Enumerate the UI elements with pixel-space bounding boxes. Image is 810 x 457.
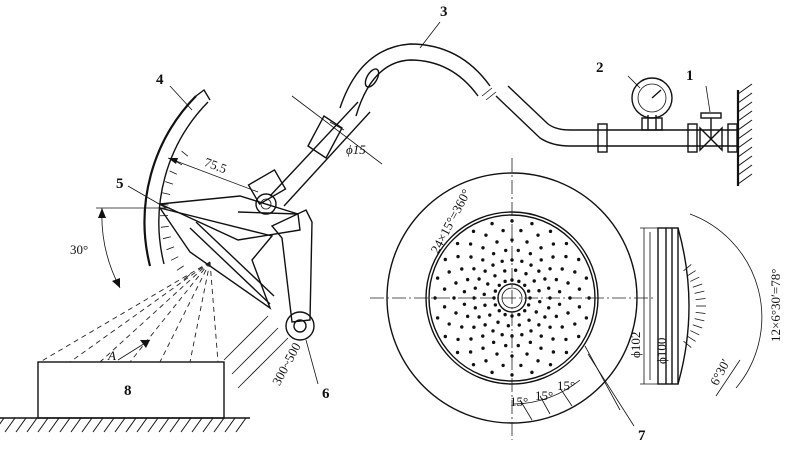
extension-pipe [269,95,383,207]
shower-plate [370,158,654,440]
step-angle-label: 6°30′ [707,356,733,387]
label-part-1: 1 [686,68,694,84]
arc-plate [143,88,211,280]
wall [736,83,753,186]
flexible-hose [339,43,598,147]
outer-diameter-label: ϕ102 [628,332,643,358]
arm-length-label: 75.5 [202,154,229,176]
label-part-2: 2 [596,60,604,76]
workpiece [37,361,225,419]
spray-distance-label: 300~500 [269,340,304,388]
tilt-angle-label: 30° [70,242,88,257]
view-mark-label: A [107,348,116,363]
pipe-diameter-label: ϕ15 [346,142,366,157]
label-part-4: 4 [156,72,164,88]
view-arrow [117,339,151,361]
nozzle-body [158,206,275,310]
pressure-gauge [631,77,673,131]
plate-side-section [640,213,763,397]
pitch-label-3: 15° [557,378,575,393]
floor-hatch [0,417,250,433]
leader-lines [127,21,711,427]
supply-pipe [597,123,738,153]
hole-ring-division-label: 24×15°=360° [427,187,473,256]
label-part-3: 3 [440,4,448,20]
angle-indicator [96,207,170,289]
spray-pattern [39,261,219,363]
label-part-6: 6 [322,386,330,402]
mounting-head [157,169,301,241]
label-part-8: 8 [124,383,132,399]
label-part-7: 7 [638,428,646,444]
pitch-label-1: 15° [510,394,528,409]
valve [699,112,723,152]
inner-diameter-label: ϕ100 [654,338,669,364]
spray-distance-dimension [223,315,289,389]
support-arm [270,209,315,341]
label-part-5: 5 [116,176,124,192]
pitch-label-2: 15° [535,388,553,403]
arm-length-dimension [167,157,259,193]
arc-division-label: 12×6°30′=78° [768,269,783,342]
